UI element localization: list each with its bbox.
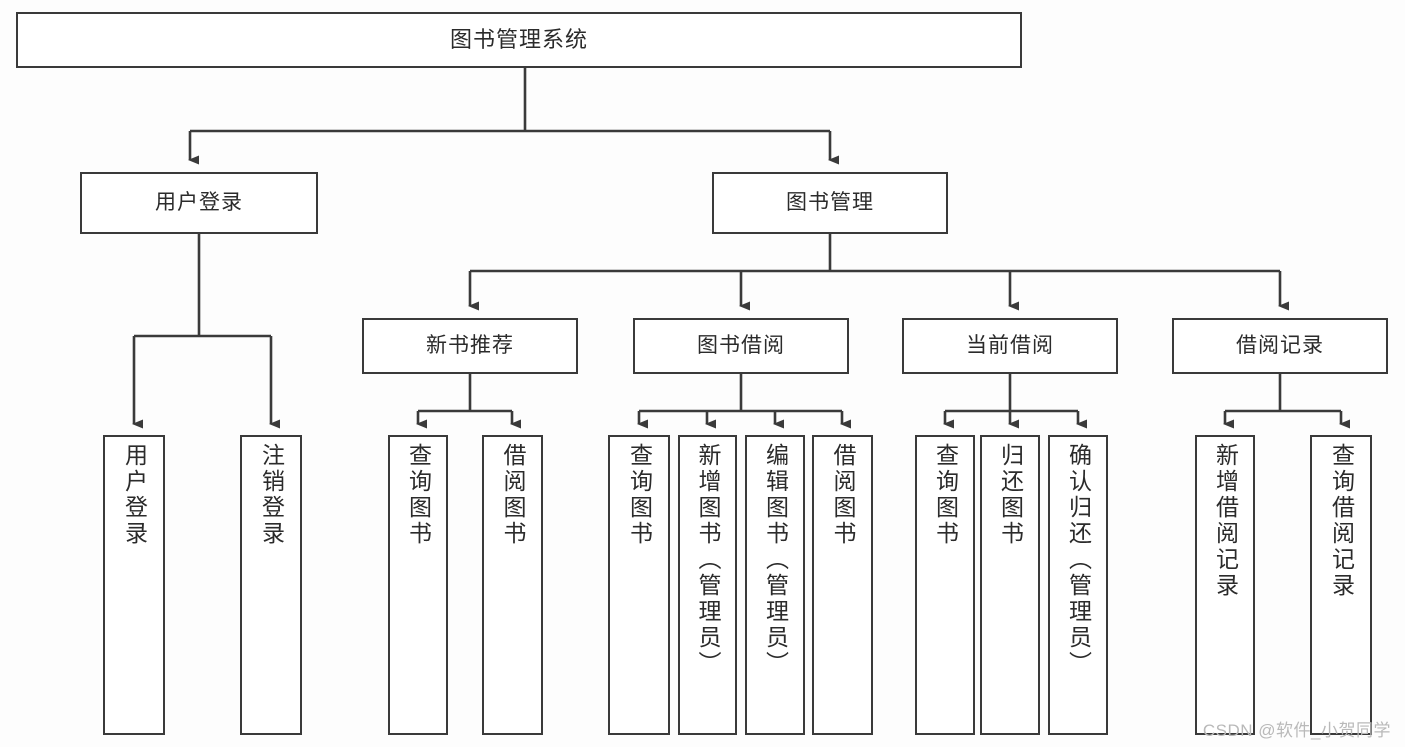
node-leaf-add-book-label: 新增图书（管理员） — [695, 443, 721, 677]
node-root[interactable]: 图书管理系统 — [16, 12, 1022, 68]
node-leaf-borrow-book-1-label: 借阅图书 — [500, 443, 526, 547]
node-leaf-borrow-book-2[interactable]: 借阅图书 — [812, 435, 873, 735]
node-leaf-confirm-return[interactable]: 确认归还（管理员） — [1048, 435, 1108, 735]
node-leaf-borrow-book-1[interactable]: 借阅图书 — [482, 435, 543, 735]
node-new-book-rec-label: 新书推荐 — [426, 333, 514, 357]
node-leaf-query-book-1[interactable]: 查询图书 — [388, 435, 448, 735]
node-new-book-rec[interactable]: 新书推荐 — [362, 318, 578, 374]
node-book-manage[interactable]: 图书管理 — [712, 172, 948, 234]
node-current-borrow-label: 当前借阅 — [966, 333, 1054, 357]
node-book-borrow[interactable]: 图书借阅 — [633, 318, 849, 374]
node-leaf-query-book-1-label: 查询图书 — [405, 443, 432, 547]
node-leaf-confirm-return-label: 确认归还（管理员） — [1065, 443, 1092, 677]
node-root-label: 图书管理系统 — [449, 27, 588, 53]
node-leaf-borrow-book-2-label: 借阅图书 — [830, 443, 856, 547]
node-leaf-edit-book[interactable]: 编辑图书（管理员） — [745, 435, 805, 735]
node-leaf-query-book-2[interactable]: 查询图书 — [608, 435, 670, 735]
node-leaf-query-book-3[interactable]: 查询图书 — [915, 435, 975, 735]
node-leaf-add-record-label: 新增借阅记录 — [1212, 443, 1239, 599]
node-leaf-query-record[interactable]: 查询借阅记录 — [1310, 435, 1372, 735]
node-user-login-label: 用户登录 — [155, 190, 243, 214]
node-leaf-user-login[interactable]: 用户登录 — [103, 435, 165, 735]
node-borrow-record[interactable]: 借阅记录 — [1172, 318, 1388, 374]
node-book-manage-label: 图书管理 — [786, 190, 874, 214]
node-current-borrow[interactable]: 当前借阅 — [902, 318, 1118, 374]
node-leaf-query-book-2-label: 查询图书 — [626, 443, 653, 547]
node-leaf-add-book[interactable]: 新增图书（管理员） — [678, 435, 737, 735]
node-leaf-logout[interactable]: 注销登录 — [240, 435, 302, 735]
node-leaf-return-book-label: 归还图书 — [997, 443, 1024, 547]
node-leaf-return-book[interactable]: 归还图书 — [980, 435, 1040, 735]
node-leaf-add-record[interactable]: 新增借阅记录 — [1195, 435, 1255, 735]
node-leaf-query-book-3-label: 查询图书 — [932, 443, 959, 547]
node-leaf-logout-label: 注销登录 — [258, 443, 285, 547]
node-book-borrow-label: 图书借阅 — [697, 333, 785, 357]
node-leaf-user-login-label: 用户登录 — [121, 443, 148, 547]
node-borrow-record-label: 借阅记录 — [1236, 333, 1324, 357]
node-user-login[interactable]: 用户登录 — [80, 172, 318, 234]
node-leaf-query-record-label: 查询借阅记录 — [1328, 443, 1355, 599]
node-leaf-edit-book-label: 编辑图书（管理员） — [762, 443, 789, 677]
